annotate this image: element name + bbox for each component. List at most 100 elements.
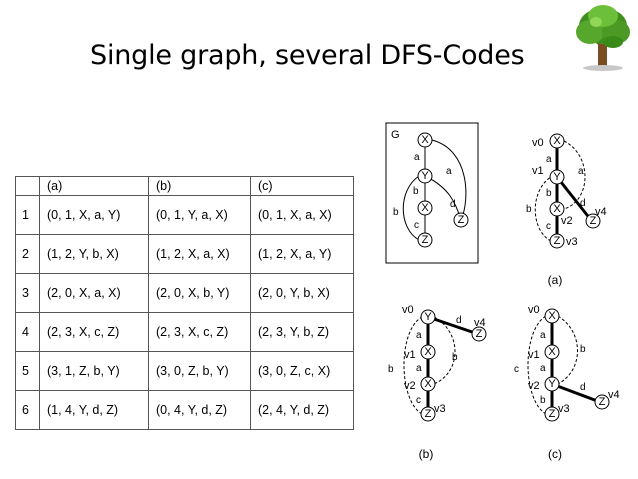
vertex-label: v1 (404, 349, 416, 361)
edge-label: c (514, 364, 519, 375)
dfs-tree-b: Y X X Z Z v0 v1 v2 v3 v4 a a b b c d (b) (388, 304, 487, 461)
node-y (420, 309, 436, 325)
table-cell: (2, 4, Y, d, Z) (250, 390, 354, 430)
node-z (420, 406, 436, 422)
vertex-label: v4 (608, 389, 620, 401)
vertex-label: v3 (558, 403, 570, 415)
node-label: X (421, 202, 429, 214)
node-label: Y (548, 378, 556, 390)
tree-icon (576, 5, 635, 71)
vertex-label: v2 (561, 215, 573, 227)
node-label: X (424, 378, 432, 390)
edge-label: a (540, 330, 546, 341)
table-row: 1 (0, 1, X, a, Y) (0, 1, Y, a, X) (0, 1,… (15, 195, 354, 235)
node-label: Y (421, 170, 429, 182)
table-cell: (1, 2, X, a, Y) (250, 234, 354, 274)
edge-label: b (526, 204, 532, 215)
node-label: Y (424, 311, 432, 323)
dfs-code-table: (a) (b) (c) 1 (0, 1, X, a, Y) (0, 1, Y, … (15, 176, 354, 430)
edge-label: c (414, 220, 419, 231)
edge-b (402, 175, 420, 241)
edge-label: c (546, 221, 551, 232)
node-z (453, 212, 469, 228)
figure-caption: (c) (548, 447, 562, 461)
node-label: X (548, 310, 556, 322)
edge-label: a (578, 166, 584, 177)
table-header-cell: (a) (39, 176, 149, 196)
edge-d (424, 175, 462, 221)
edge-label: b (388, 364, 394, 375)
edge-label: b (540, 395, 546, 406)
forward-edge-d (551, 382, 601, 404)
graph-g-frame (385, 122, 479, 264)
dfs-tree-c: X X Y Z Z v0 v1 v2 v3 v4 a a b b c d (c) (514, 304, 620, 461)
node-label: X (548, 346, 556, 358)
node-x (549, 201, 565, 217)
table-cell: (1, 4, Y, d, Z) (39, 390, 149, 430)
figure-caption: (b) (419, 447, 434, 461)
vertex-label: v2 (404, 380, 416, 392)
node-label: Z (590, 215, 597, 227)
page-title: Single graph, several DFS-Codes (90, 40, 525, 71)
vertex-label: v0 (402, 304, 414, 316)
edge-label: a (416, 330, 422, 341)
node-label: Z (422, 234, 429, 246)
node-label: Z (458, 214, 465, 226)
backward-edge-a (563, 140, 586, 210)
edge-label: d (580, 382, 586, 393)
edge-label: d (456, 315, 462, 326)
edge-label: b (393, 207, 399, 218)
dfs-tree-a: X Y X Z Z v0 v1 v2 v3 v4 a a b b c d (a) (526, 133, 607, 287)
backward-edge-b (433, 316, 456, 385)
table-cell: (3, 0, Z, c, X) (250, 351, 354, 391)
node-z (549, 233, 565, 249)
table-header-row: (a) (b) (c) (15, 176, 354, 196)
node-label: Z (554, 235, 561, 247)
node-y (549, 169, 565, 185)
node-z (594, 394, 610, 410)
edge-a (431, 139, 467, 221)
edge-label: b (580, 344, 586, 355)
vertex-label: v0 (532, 137, 544, 149)
edge-label: a (446, 166, 452, 177)
node-z (544, 406, 560, 422)
table-cell: (2, 0, X, b, Y) (148, 273, 251, 313)
node-x (549, 133, 565, 149)
graph-g-label: G (391, 129, 400, 141)
table-cell: (0, 1, X, a, X) (250, 195, 354, 235)
table-row: 2 (1, 2, Y, b, X) (1, 2, X, a, X) (1, 2,… (15, 234, 354, 274)
node-label: Z (476, 328, 483, 340)
node-z (417, 232, 433, 248)
vertex-label: v2 (528, 380, 540, 392)
table-row: 3 (2, 0, X, a, X) (2, 0, X, b, Y) (2, 0,… (15, 273, 354, 313)
node-label: X (553, 135, 561, 147)
backward-edge-b (403, 316, 423, 415)
table-cell: (2, 3, X, c, Z) (148, 312, 251, 352)
table-cell: (2, 0, X, a, X) (39, 273, 149, 313)
node-x (417, 132, 433, 148)
node-x (417, 200, 433, 216)
forward-edge-d (427, 315, 479, 336)
figure-caption: (a) (548, 273, 563, 287)
vertex-label: v1 (532, 165, 544, 177)
table-cell: (2, 0, Y, b, X) (250, 273, 354, 313)
edge-label: a (546, 154, 552, 165)
vertex-label: v3 (434, 403, 446, 415)
table-cell: 1 (15, 195, 40, 235)
vertex-label: v1 (528, 349, 540, 361)
edge-label: a (540, 363, 546, 374)
node-x (420, 376, 436, 392)
table-cell: (1, 2, X, a, X) (148, 234, 251, 274)
node-label: Z (549, 408, 556, 420)
node-y (417, 168, 433, 184)
edge-label: b (546, 188, 552, 199)
edge-label: d (450, 199, 456, 210)
node-y (544, 376, 560, 392)
node-label: Y (553, 171, 561, 183)
vertex-label: v3 (566, 236, 578, 248)
edge-label: a (414, 152, 420, 163)
node-x (420, 344, 436, 360)
table-cell: 3 (15, 273, 40, 313)
node-z (585, 213, 601, 229)
